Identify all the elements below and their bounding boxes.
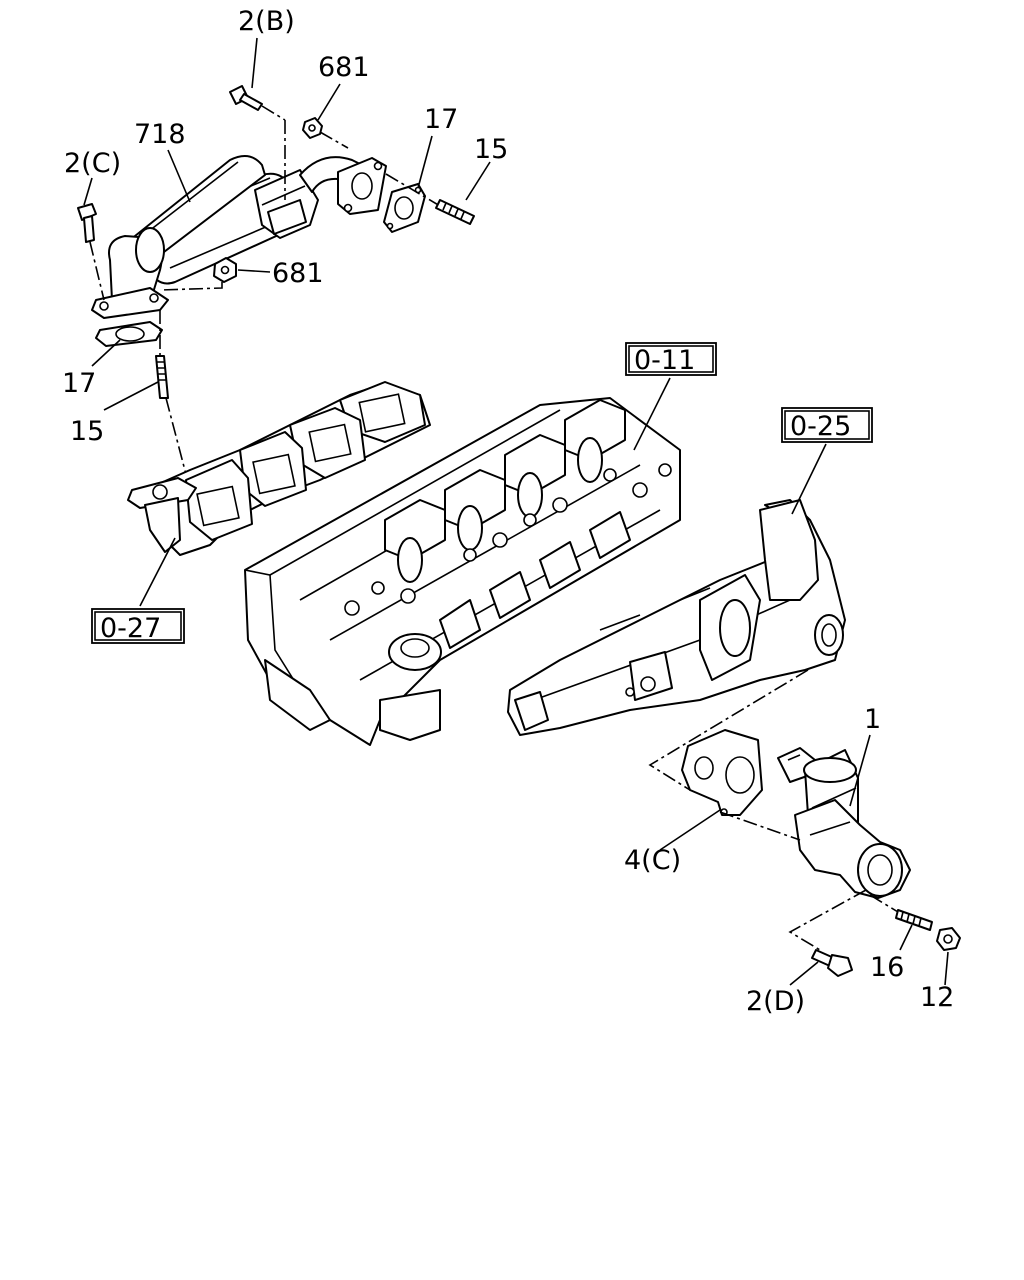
callout-718: 718 [134,119,186,150]
stud-15-top [435,199,475,225]
assembly-line-gasket-valve [719,811,801,841]
callout-15-top: 15 [474,134,508,165]
callout-681-top: 681 [318,52,370,83]
stud-16 [895,909,933,931]
cylinder-head [244,397,681,746]
callout-1: 1 [864,704,881,735]
ref-label-0-25: 0-25 [790,411,851,442]
gasket-4c [681,729,763,816]
egr-cooler-718 [91,155,387,319]
callout-16: 16 [870,952,904,983]
callout-12: 12 [920,982,954,1013]
ref-label-0-11: 0-11 [634,345,695,376]
exhaust-manifold [127,381,431,556]
nut-681-top [302,117,349,149]
bolt-2c [77,203,105,301]
callout-681-mid: 681 [272,258,324,289]
callout-2c: 2(C) [64,148,121,179]
callout-17-top: 17 [424,104,458,135]
bolt-2b [229,85,286,200]
ref-label-0-27: 0-27 [100,613,161,644]
gasket-17-top [383,173,441,233]
leader-lines [83,37,949,986]
assembly-line-stud-nut [869,894,899,913]
bolt-2d [811,949,853,977]
nut-681-mid [159,257,237,291]
gasket-17-left [95,321,163,347]
ref-box-0-11[interactable]: 0-11 [625,342,717,376]
callout-4c: 4(C) [624,845,681,876]
stud-15-left [155,310,189,483]
callout-2b: 2(B) [238,6,295,37]
intake-manifold [507,499,846,736]
assembly-line-intake-gasket [648,669,809,791]
egr-valve-1 [777,747,911,899]
callout-15-left: 15 [70,416,104,447]
ref-box-0-27[interactable]: 0-27 [91,608,185,644]
callout-17-left: 17 [62,368,96,399]
callout-2d: 2(D) [746,986,805,1017]
ref-box-0-25[interactable]: 0-25 [781,407,873,443]
assembly-line-valve-stud [788,889,867,951]
nut-12 [936,927,961,951]
